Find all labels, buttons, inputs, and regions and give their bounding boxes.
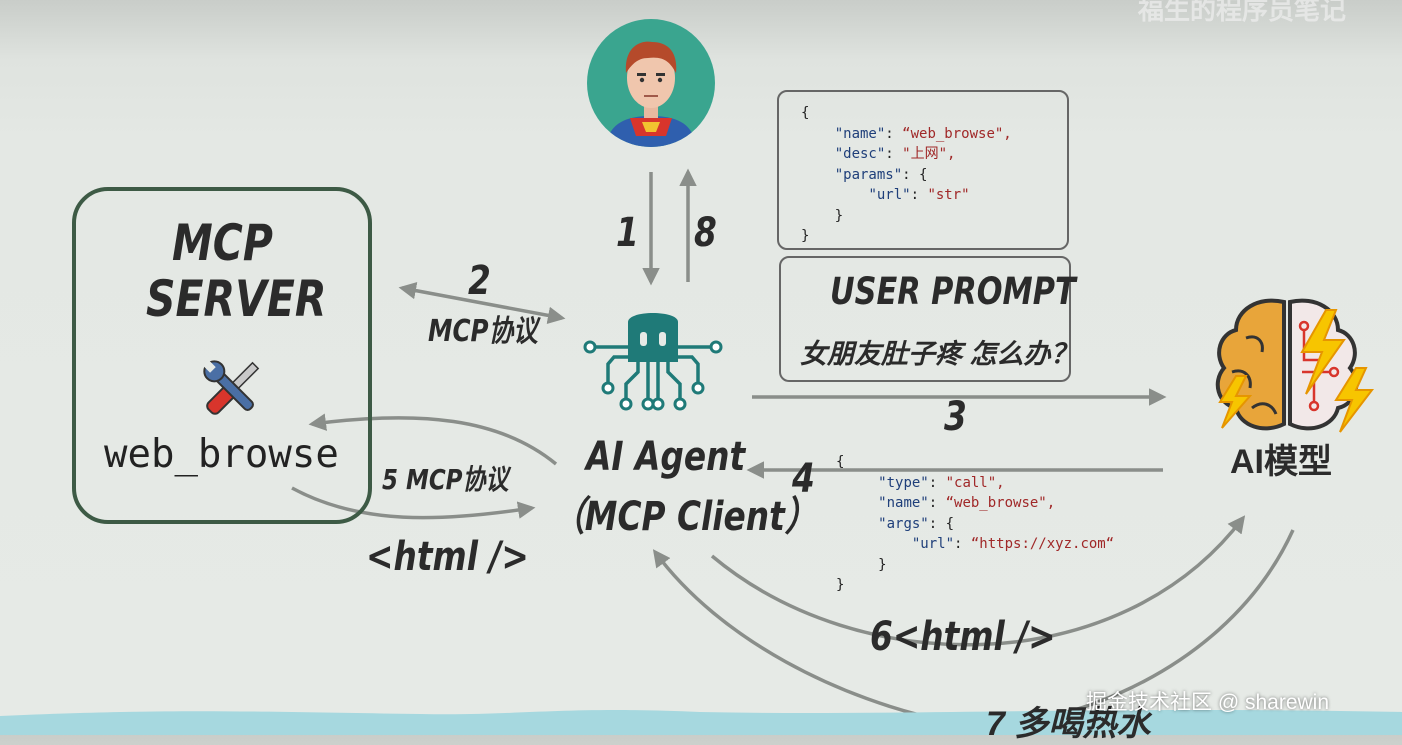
ai-model-label: AI模型 [1230, 443, 1332, 481]
user-prompt-box [779, 256, 1071, 382]
call-json-code: { "type": "call", "name": “web_browse", … [836, 454, 1115, 593]
user-prompt-text: 女朋友肚子疼 怎么办？ [800, 339, 1078, 369]
step-8-label: 8 [694, 210, 717, 256]
agent-label-line2: （MCP Client） [552, 494, 818, 540]
octopus-agent-icon [583, 313, 723, 411]
step-3-label: 3 [944, 394, 967, 440]
server-title-line1: MCP [172, 214, 273, 272]
html-return-label: <html /> [366, 534, 529, 580]
header-title: 福生的程序员笔记 [1138, 0, 1347, 25]
tool-definition-code: { "name": “web_browse", "desc": "上网", "p… [801, 105, 1012, 244]
bottom-band [0, 710, 1402, 735]
arrow-5-call [308, 413, 558, 466]
tools-icon [203, 360, 260, 415]
arrow-html-return [291, 486, 536, 520]
step-5-label: 5 MCP协议 [382, 463, 509, 496]
tool-name-label: web_browse [104, 432, 339, 477]
arrow-6-html [710, 515, 1246, 647]
mcp-server-box [72, 187, 372, 524]
arrow-2-bidir [398, 281, 566, 325]
tool-definition-box [777, 90, 1069, 250]
agent-label-line1: AI Agent [586, 434, 746, 480]
step-1-label: 1 [616, 210, 639, 256]
step-4-label: 4 [792, 456, 815, 502]
user-avatar-icon [587, 19, 715, 147]
user-prompt-title: USER PROMPT [830, 270, 1076, 313]
step-2-label: 2 [468, 258, 491, 304]
step-2-protocol-label: MCP协议 [428, 314, 538, 349]
server-title-line2: SERVER [146, 270, 327, 328]
step-6-label: 6<html /> [870, 614, 1056, 660]
watermark-text: 掘金技术社区 @ sharewin [1086, 691, 1330, 714]
ai-brain-icon [1215, 298, 1375, 433]
